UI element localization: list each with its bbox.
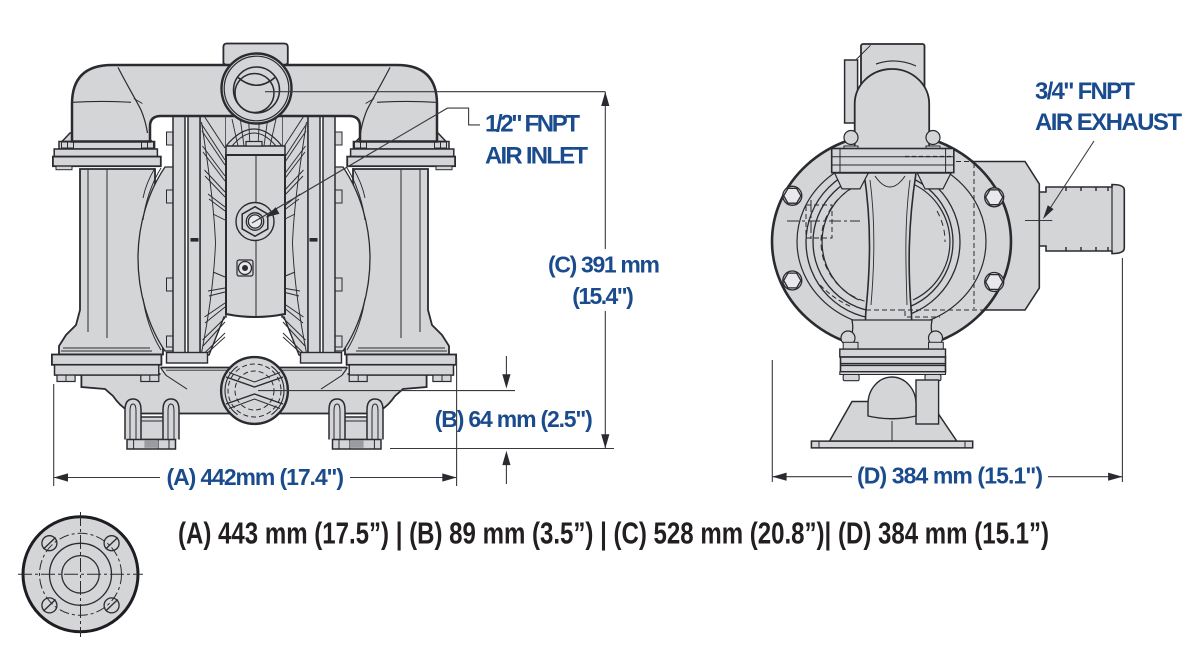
svg-text:AIR INLET: AIR INLET [485,143,588,170]
svg-text:3/4" FNPT: 3/4" FNPT [1035,78,1135,105]
svg-text:(B) 64 mm (2.5"): (B) 64 mm (2.5") [435,406,593,432]
svg-text:(15.4"): (15.4") [572,283,634,309]
svg-text:AIR EXHAUST: AIR EXHAUST [1035,109,1182,136]
svg-text:(A) 443 mm (17.5”) | (B) 89 mm: (A) 443 mm (17.5”) | (B) 89 mm (3.5”) | … [178,516,1049,551]
svg-text:(C) 391 mm: (C) 391 mm [548,252,660,278]
svg-text:(A) 442mm (17.4"): (A) 442mm (17.4") [167,464,345,490]
svg-text:1/2" FNPT: 1/2" FNPT [485,111,580,138]
svg-text:(D) 384 mm (15.1"): (D) 384 mm (15.1") [857,463,1043,489]
